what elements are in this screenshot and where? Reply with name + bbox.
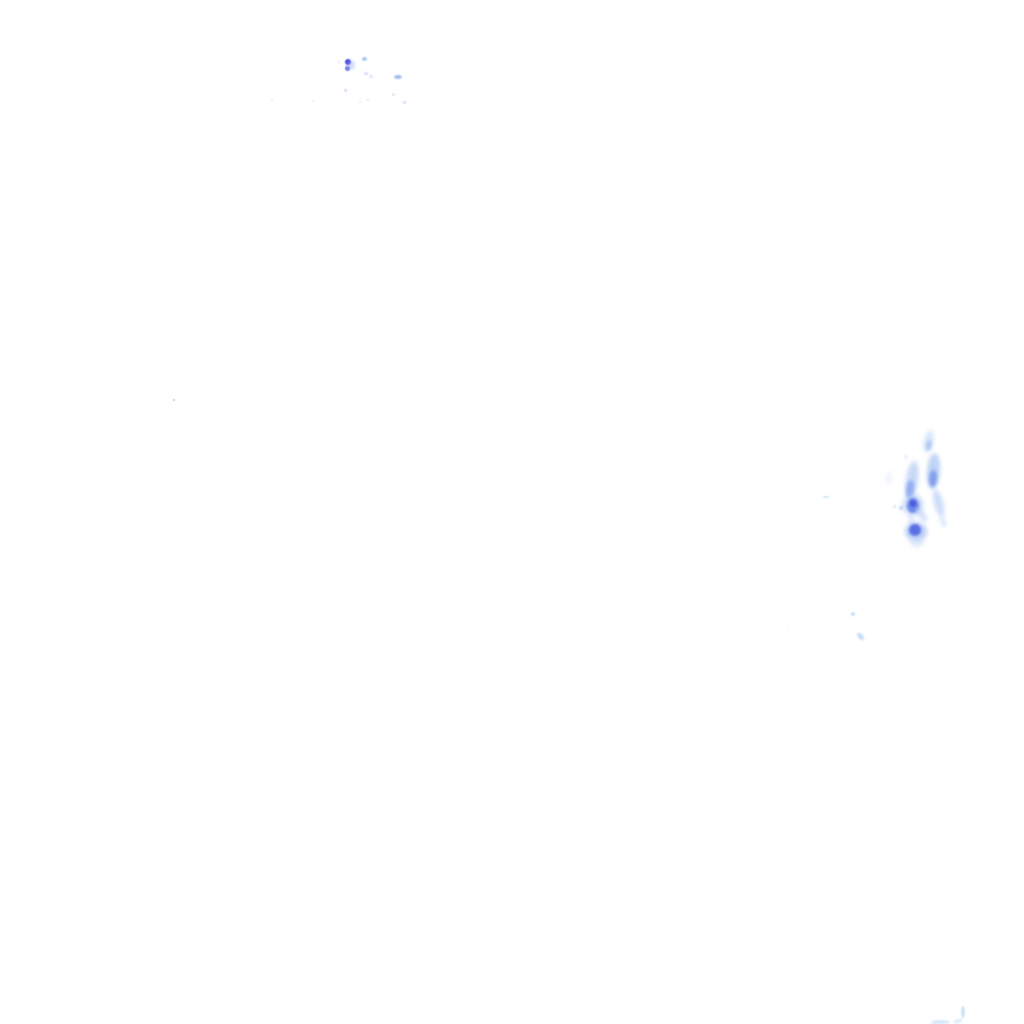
nw-echo-speck xyxy=(338,61,340,63)
main-echo-top-wisp xyxy=(921,429,935,453)
main-echo-speck xyxy=(892,504,896,508)
main-echo-west-wisp xyxy=(885,470,893,486)
main-echo-bottom-core xyxy=(909,524,921,536)
main-echo-left-band xyxy=(903,460,921,500)
south-echo-speck xyxy=(786,626,788,628)
nw-echo-speck xyxy=(364,71,368,75)
nw-echo-speck xyxy=(402,100,406,104)
nw-echo-speck xyxy=(391,92,395,96)
nw-echo-speck-gray xyxy=(312,100,314,102)
nw-echo-dash xyxy=(394,75,402,79)
nw-echo-speck xyxy=(362,57,367,61)
main-echo-speck xyxy=(904,455,908,459)
se-corner-echo-dash xyxy=(932,1020,950,1024)
main-echo-blob xyxy=(907,497,919,513)
main-echo-blob-center xyxy=(910,499,916,507)
nw-echo-speck-gray xyxy=(271,99,273,101)
south-echo-cluster xyxy=(855,630,865,642)
south-echo-speck xyxy=(851,611,855,617)
nw-echo-halo xyxy=(345,60,355,70)
nw-echo-core-blue xyxy=(345,65,350,71)
main-echo-bottom-tail xyxy=(910,537,924,547)
main-echo-right-band xyxy=(930,488,946,518)
main-echo-top-core xyxy=(924,438,934,452)
nw-echo-core-dark xyxy=(345,59,351,65)
main-echo-right-core xyxy=(928,469,938,487)
main-echo-blob-halo xyxy=(903,494,923,516)
nw-echo-speck xyxy=(359,101,361,103)
main-echo-speck xyxy=(899,506,903,510)
nw-echo-speck xyxy=(367,99,369,101)
se-corner-echo-dash xyxy=(961,1006,965,1018)
main-echo-left-core xyxy=(904,479,916,499)
nw-echo-speck xyxy=(369,74,373,78)
main-echo-right-tail xyxy=(938,513,948,529)
main-echo-mid-faint xyxy=(908,514,914,524)
west-lone-dot xyxy=(172,398,176,402)
main-echo-right-band xyxy=(925,452,941,490)
nw-echo-speck xyxy=(343,88,347,92)
main-echo-bottom-halo xyxy=(905,521,927,541)
se-corner-echo-dash xyxy=(952,1017,964,1024)
mid-echo-dash xyxy=(823,495,829,499)
main-echo-diag-wisp xyxy=(913,505,929,523)
